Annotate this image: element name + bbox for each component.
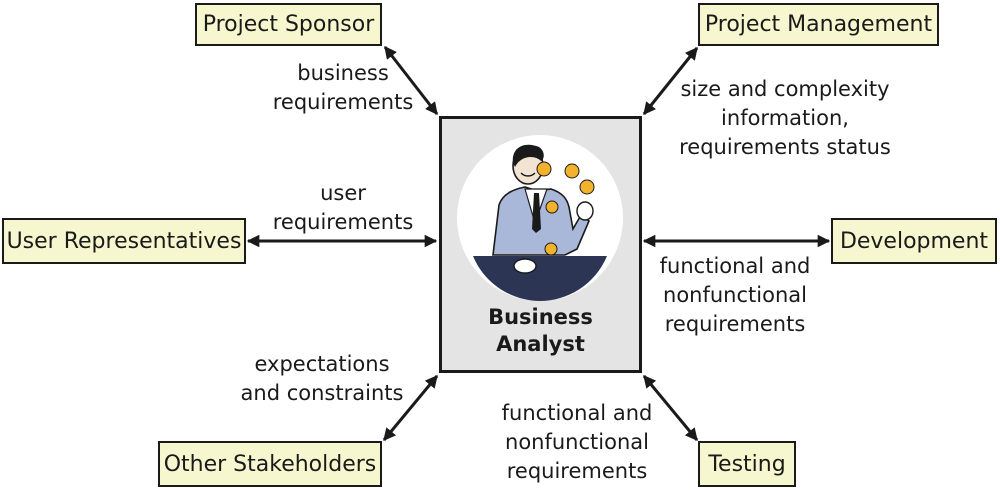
development-box: Development — [831, 218, 997, 264]
center-title-line1: Business — [488, 305, 593, 329]
user-representatives-label: User Representatives — [6, 228, 242, 254]
testing-box: Testing — [698, 441, 796, 487]
center-title-line2: Analyst — [496, 332, 585, 356]
testing-flow-label: functional and nonfunctional requirement… — [501, 401, 653, 483]
other-flow-label: expectations and constraints — [240, 352, 404, 405]
user-representatives-box: User Representatives — [2, 218, 246, 264]
project-sponsor-box: Project Sponsor — [195, 3, 382, 46]
development-flow-label: functional and nonfunctional requirement… — [659, 254, 811, 336]
arrow-management — [642, 47, 699, 115]
project-management-label: Project Management — [704, 12, 933, 37]
management-flow-label: size and complexity information, require… — [679, 77, 891, 159]
arrow-testing — [642, 375, 699, 441]
business-analyst-box: Business Analyst — [439, 116, 642, 373]
project-management-box: Project Management — [698, 3, 939, 46]
sponsor-flow-label: business requirements — [272, 61, 414, 114]
development-label: Development — [839, 228, 989, 254]
project-sponsor-label: Project Sponsor — [202, 12, 375, 37]
other-stakeholders-box: Other Stakeholders — [158, 441, 382, 487]
other-stakeholders-label: Other Stakeholders — [163, 451, 377, 477]
person-juggling-icon — [457, 135, 623, 301]
testing-label: Testing — [708, 451, 786, 477]
arrow-sponsor — [383, 46, 439, 115]
arrow-other — [382, 375, 439, 441]
users-flow-label: user requirements — [272, 181, 414, 234]
